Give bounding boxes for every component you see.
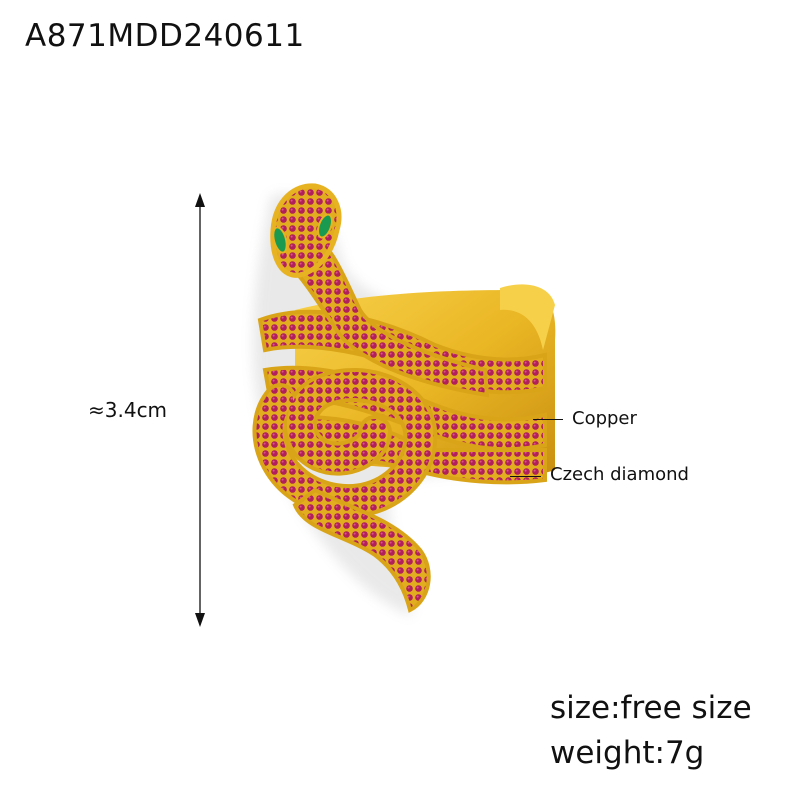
snake-ring-image: [252, 183, 556, 616]
copper-callout-line: [533, 419, 563, 420]
czech-diamond-callout-label: Czech diamond: [550, 464, 689, 485]
dimension-arrow-icon: [195, 193, 205, 627]
copper-callout-label: Copper: [572, 408, 637, 429]
czech-diamond-callout-line: [510, 476, 541, 477]
weight-spec: weight:7g: [550, 735, 705, 771]
product-sku: A871MDD240611: [25, 18, 305, 54]
dimension-label: ≈3.4cm: [88, 398, 168, 422]
size-spec: size:free size: [550, 690, 752, 726]
